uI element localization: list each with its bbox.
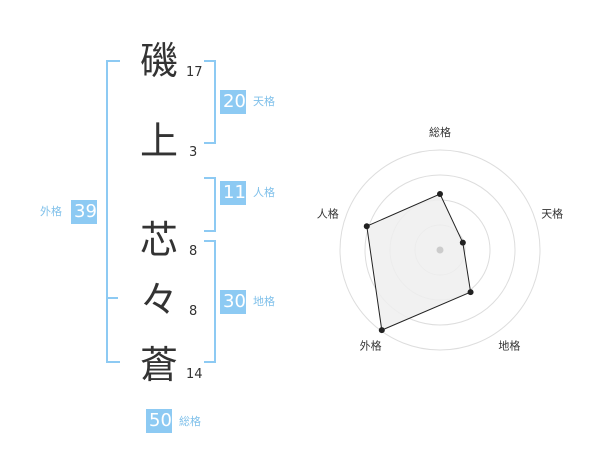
stroke-count-4: 8 bbox=[189, 304, 198, 319]
name-char-5: 蒼 bbox=[140, 343, 179, 387]
chikaku-badge: 30 bbox=[220, 290, 246, 314]
stroke-count-5: 14 bbox=[186, 367, 203, 382]
jinkaku-label: 人格 bbox=[253, 186, 275, 199]
soukaku-label: 総格 bbox=[179, 415, 201, 428]
stroke-count-2: 3 bbox=[189, 145, 198, 160]
gaikaku-badge: 39 bbox=[71, 200, 97, 224]
gaikaku-bracket-tick bbox=[106, 297, 118, 299]
jinkaku-bracket bbox=[204, 177, 216, 232]
radar-axis-label-1: 総格 bbox=[429, 125, 451, 139]
radar-axis-label-5: 人格 bbox=[317, 207, 339, 221]
radar-axis-label-4: 外格 bbox=[360, 339, 382, 353]
radar-point-5 bbox=[363, 223, 370, 230]
name-char-2: 上 bbox=[140, 119, 179, 163]
radar-polygon bbox=[366, 193, 472, 331]
chikaku-bracket bbox=[204, 240, 216, 363]
stroke-count-1: 17 bbox=[186, 65, 203, 80]
gaikaku-label: 外格 bbox=[40, 205, 62, 218]
radar-axis-label-2: 天格 bbox=[541, 207, 563, 221]
radar-center-point bbox=[436, 246, 444, 254]
gaikaku-bracket bbox=[106, 60, 120, 363]
radar-ring bbox=[364, 174, 516, 326]
radar-point-3 bbox=[467, 289, 474, 296]
radar-axis-label-3: 地格 bbox=[498, 339, 520, 353]
name-char-3: 芯 bbox=[140, 218, 179, 262]
stroke-count-3: 8 bbox=[189, 244, 198, 259]
jinkaku-badge: 11 bbox=[220, 181, 246, 205]
radar-ring bbox=[339, 149, 541, 351]
chikaku-label: 地格 bbox=[253, 295, 275, 308]
tenkaku-bracket bbox=[204, 60, 216, 144]
radar-point-1 bbox=[437, 191, 443, 197]
name-char-4: 々 bbox=[140, 278, 179, 322]
tenkaku-badge: 20 bbox=[220, 90, 246, 114]
soukaku-badge: 50 bbox=[146, 409, 172, 433]
name-char-1: 磯 bbox=[140, 39, 179, 83]
radar-point-2 bbox=[459, 239, 466, 246]
radar-point-4 bbox=[378, 327, 385, 334]
tenkaku-label: 天格 bbox=[253, 95, 275, 108]
